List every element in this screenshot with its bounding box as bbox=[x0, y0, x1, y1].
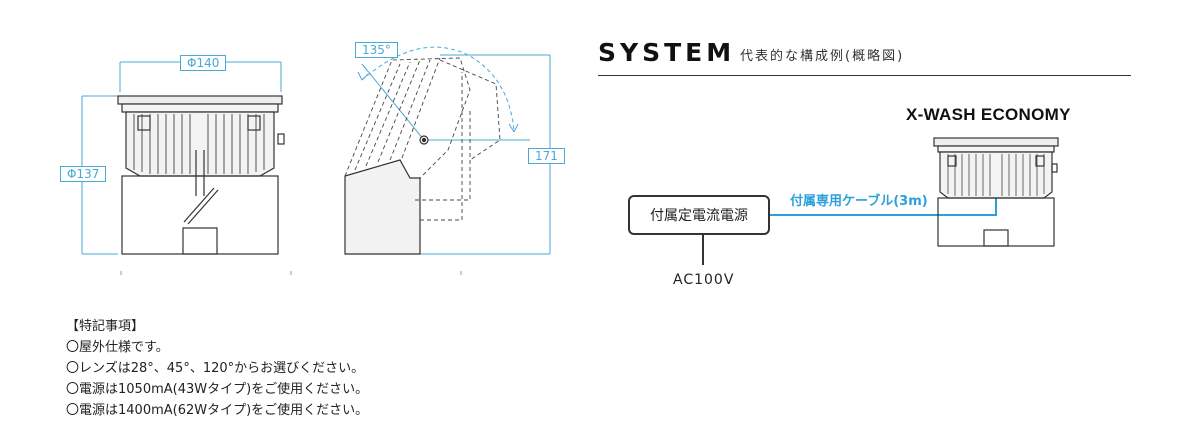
baseline-ticks bbox=[120, 271, 462, 275]
notes-heading: 【特記事項】 bbox=[66, 319, 145, 334]
side-angle-dimension: 135° bbox=[355, 42, 398, 58]
note-item: 〇電源は1400mA(62Wタイプ)をご使用ください。 bbox=[66, 403, 369, 418]
product-name: X-WASH ECONOMY bbox=[906, 105, 1071, 124]
power-supply-box: 付属定電流電源 bbox=[628, 195, 770, 235]
technical-drawings bbox=[81, 46, 551, 275]
dedicated-cable-line bbox=[770, 192, 997, 216]
side-height-dimension: 171 bbox=[528, 148, 565, 164]
system-diagram bbox=[702, 137, 1059, 265]
ac-input-label: AC100V bbox=[673, 272, 735, 288]
system-fixture bbox=[933, 137, 1059, 247]
system-subtitle: 代表的な構成例(概略図) bbox=[740, 49, 905, 64]
note-item: 〇レンズは28°、45°、120°からお選びください。 bbox=[66, 361, 365, 376]
front-width-dimension: Φ140 bbox=[180, 55, 227, 71]
note-item: 〇電源は1050mA(43Wタイプ)をご使用ください。 bbox=[66, 382, 369, 397]
front-height-dimension: Φ137 bbox=[60, 166, 107, 182]
special-notes: 【特記事項】 〇屋外仕様です。 〇レンズは28°、45°、120°からお選びくだ… bbox=[66, 316, 368, 421]
system-title: SYSTEM bbox=[598, 38, 736, 67]
cable-label: 付属専用ケーブル(3m) bbox=[790, 194, 928, 209]
system-divider bbox=[598, 75, 1131, 76]
front-view-fixture bbox=[117, 95, 285, 255]
note-item: 〇屋外仕様です。 bbox=[66, 340, 169, 355]
side-view-fixture bbox=[344, 57, 501, 255]
